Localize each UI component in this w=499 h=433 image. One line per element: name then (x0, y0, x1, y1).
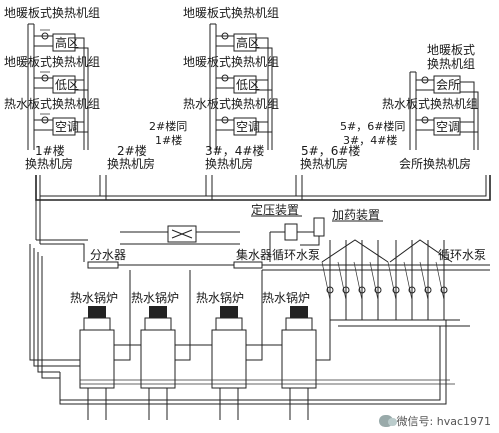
room-2a-line2: 1#楼 (155, 133, 182, 147)
boiler-label-1: 热水锅炉 (70, 290, 118, 305)
circ-pump-left-label: 循环水泵 (272, 248, 320, 262)
zone-label-high-34: 高区 (236, 35, 260, 50)
boiler-1 (79, 306, 115, 420)
room-34-line2: 换热机房 (205, 156, 253, 171)
zone-box-low-34 (233, 75, 257, 94)
zone-label-club: 会所 (436, 78, 460, 92)
bypass-valve-group (120, 225, 240, 245)
room-56a-line1: 5#，6#楼同 (340, 119, 405, 133)
unit-label-hot-water-1: 热水板式换热机组 (4, 97, 100, 111)
dosing-device-label: 加药装置 (332, 208, 380, 222)
room-1-line2: 换热机房 (25, 156, 73, 171)
zone-label-ac-1: 空调 (55, 120, 79, 134)
building-34-units: 地暖板式换热机组 地暖板式换热机组 热水板式换热机组 高区 低区 空调 3#，4… (183, 6, 279, 171)
zone-box-ac-1 (52, 117, 76, 136)
room-2-line1: 2#楼 (117, 143, 147, 158)
boiler-4 (281, 306, 317, 420)
watermark: 微信号: hvac1971 (378, 413, 491, 429)
clubhouse-units: 地暖板式 换热机组 热水板式换热机组 会所 空调 会所换热机房 (382, 43, 479, 171)
distributor-label: 分水器 (90, 248, 126, 262)
dosing-device (313, 217, 325, 237)
watermark-text: 微信号: hvac1971 (396, 415, 491, 428)
zone-label-low-1: 低区 (55, 78, 79, 92)
zone-box-high-1 (52, 33, 76, 52)
collector-header (233, 261, 263, 269)
zone-label-ac-34: 空调 (236, 120, 260, 134)
room-2-line2: 换热机房 (107, 156, 155, 171)
boiler-piping (29, 270, 455, 405)
room-56-line1: 5#，6#楼 (301, 143, 360, 158)
room-club: 会所换热机房 (399, 156, 471, 171)
unit-label-floor-heating-low-34: 地暖板式换热机组 (183, 55, 279, 69)
zone-box-ac-club (433, 117, 461, 136)
zone-box-club (433, 75, 461, 94)
pressure-device-label: 定压装置 (251, 202, 299, 217)
club-unit-line2: 换热机组 (427, 57, 475, 71)
unit-label-hot-water-34: 热水板式换热机组 (183, 97, 279, 111)
collector-label: 集水器 (236, 247, 272, 262)
room-56-line2: 换热机房 (300, 156, 348, 171)
circ-pump-bank (262, 239, 490, 327)
unit-label-floor-heating-high-34: 地暖板式换热机组 (183, 6, 279, 20)
boiler-label-3: 热水锅炉 (196, 290, 244, 305)
zone-label-high-1: 高区 (55, 35, 79, 50)
room-56a-line2: 3#，4#楼 (343, 133, 397, 147)
zone-label-low-34: 低区 (236, 78, 260, 92)
zone-label-ac-club: 空调 (436, 120, 460, 134)
zone-box-high-34 (233, 33, 257, 52)
pressure-device (284, 223, 298, 241)
boiler-3 (211, 306, 247, 420)
boiler-2 (140, 306, 176, 420)
room-2a-line1: 2#楼同 (149, 119, 187, 133)
boiler-label-4: 热水锅炉 (262, 290, 310, 305)
unit-label-floor-heating-low-1: 地暖板式换热机组 (4, 55, 100, 69)
building-1-units: 地暖板式换热机组 地暖板式换热机组 热水板式换热机组 高区 低区 空调 1#楼 … (4, 6, 100, 171)
unit-label-floor-heating-high-1: 地暖板式换热机组 (4, 6, 100, 20)
room-34-line1: 3#，4#楼 (205, 143, 264, 158)
boiler-label-2: 热水锅炉 (131, 290, 179, 305)
distributor-header (87, 261, 119, 269)
circ-pump-right-label: 循环水泵 (438, 248, 486, 262)
main-trunk-piping (35, 175, 491, 244)
wechat-icon (378, 415, 397, 427)
room-1-line1: 1#楼 (35, 143, 65, 158)
club-unit-line1: 地暖板式 (427, 43, 475, 57)
club-unit-hot-water: 热水板式换热机组 (382, 97, 478, 111)
zone-box-low-1 (52, 75, 76, 94)
zone-box-ac-34 (233, 117, 257, 136)
